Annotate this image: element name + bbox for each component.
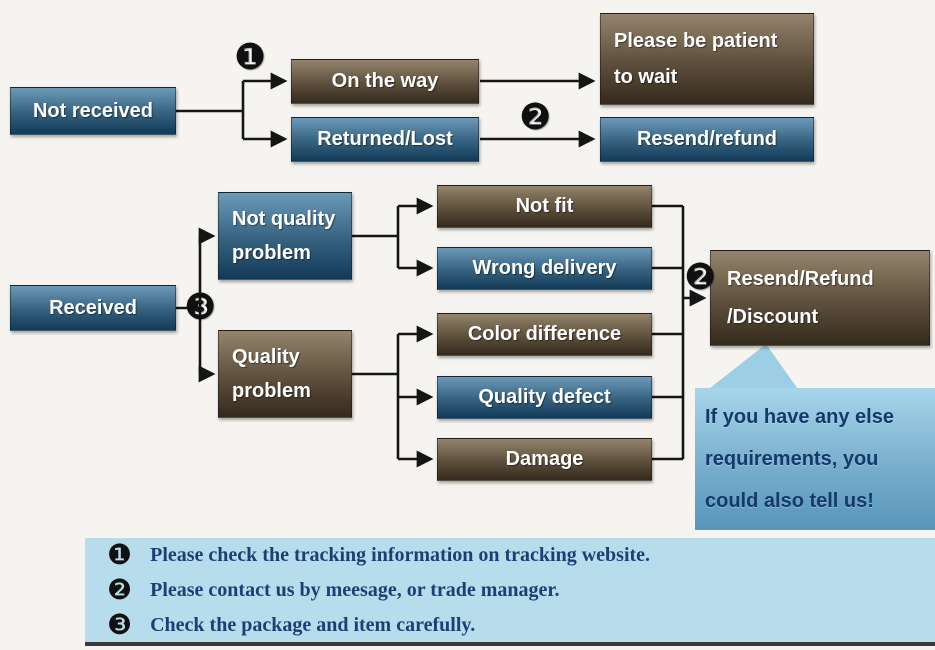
node-not-fit: Not fit (437, 185, 652, 228)
node-not-fit-label: Not fit (515, 195, 574, 217)
node-not-quality-problem: Not quality problem (218, 192, 352, 280)
node-color-difference-label: Color difference (467, 323, 622, 345)
note-bubble-line1: If you have any else (705, 406, 894, 428)
legend-3-badge: ❸ (107, 608, 133, 641)
step-3-badge: ❸ (184, 287, 217, 328)
node-quality-defect-label: Quality defect (478, 386, 611, 408)
node-resend-refund: Resend/refund (600, 117, 814, 162)
node-quality-problem-line2: problem (232, 380, 311, 402)
note-bubble-line3: could also tell us! (705, 490, 874, 512)
step-1-badge: ❶ (234, 37, 267, 78)
legend-row-2: ❷ Please contact us by meesage, or trade… (107, 576, 935, 604)
node-be-patient: Please be patient to wait (600, 13, 814, 105)
node-resend-refund-discount-line2: /Discount (727, 306, 819, 328)
node-resend-refund-label: Resend/refund (636, 128, 778, 150)
node-color-difference: Color difference (437, 313, 652, 356)
node-wrong-delivery: Wrong delivery (437, 247, 652, 290)
legend-row-1: ❶ Please check the tracking information … (107, 541, 935, 569)
node-on-the-way: On the way (291, 59, 479, 104)
legend-strip: ❶ Please check the tracking information … (85, 538, 935, 646)
node-not-quality-problem-line1: Not quality (232, 208, 336, 230)
node-damage: Damage (437, 438, 652, 481)
node-not-received: Not received (10, 87, 176, 135)
node-received: Received (10, 285, 176, 331)
step-2-badge-middle: ❷ (684, 257, 717, 298)
node-not-quality-problem-line2: problem (232, 242, 311, 264)
node-returned-lost-label: Returned/Lost (317, 128, 453, 150)
legend-2-badge: ❷ (107, 573, 133, 606)
node-damage-label: Damage (505, 448, 584, 470)
node-be-patient-line2: to wait (614, 66, 678, 88)
legend-2-text: Please contact us by meesage, or trade m… (150, 579, 560, 601)
node-on-the-way-label: On the way (331, 70, 439, 92)
note-bubble-line2: requirements, you (705, 448, 879, 470)
node-resend-refund-discount: Resend/Refund /Discount (710, 250, 930, 346)
node-be-patient-line1: Please be patient (614, 30, 778, 52)
node-quality-defect: Quality defect (437, 376, 652, 419)
node-resend-refund-discount-line1: Resend/Refund (727, 268, 874, 290)
note-bubble: If you have any else requirements, you c… (695, 388, 935, 530)
legend-row-3: ❸ Check the package and item carefully. (107, 611, 935, 639)
legend-3-text: Check the package and item carefully. (150, 614, 476, 636)
legend-1-text: Please check the tracking information on… (150, 544, 651, 566)
note-bubble-tail (705, 344, 800, 392)
node-quality-problem: Quality problem (218, 330, 352, 418)
node-received-label: Received (49, 296, 137, 319)
node-quality-problem-line1: Quality (232, 346, 300, 368)
node-not-received-label: Not received (32, 99, 154, 122)
node-returned-lost: Returned/Lost (291, 117, 479, 162)
step-2-badge-top: ❷ (519, 97, 552, 138)
node-wrong-delivery-label: Wrong delivery (472, 257, 617, 279)
legend-1-badge: ❶ (107, 538, 133, 571)
